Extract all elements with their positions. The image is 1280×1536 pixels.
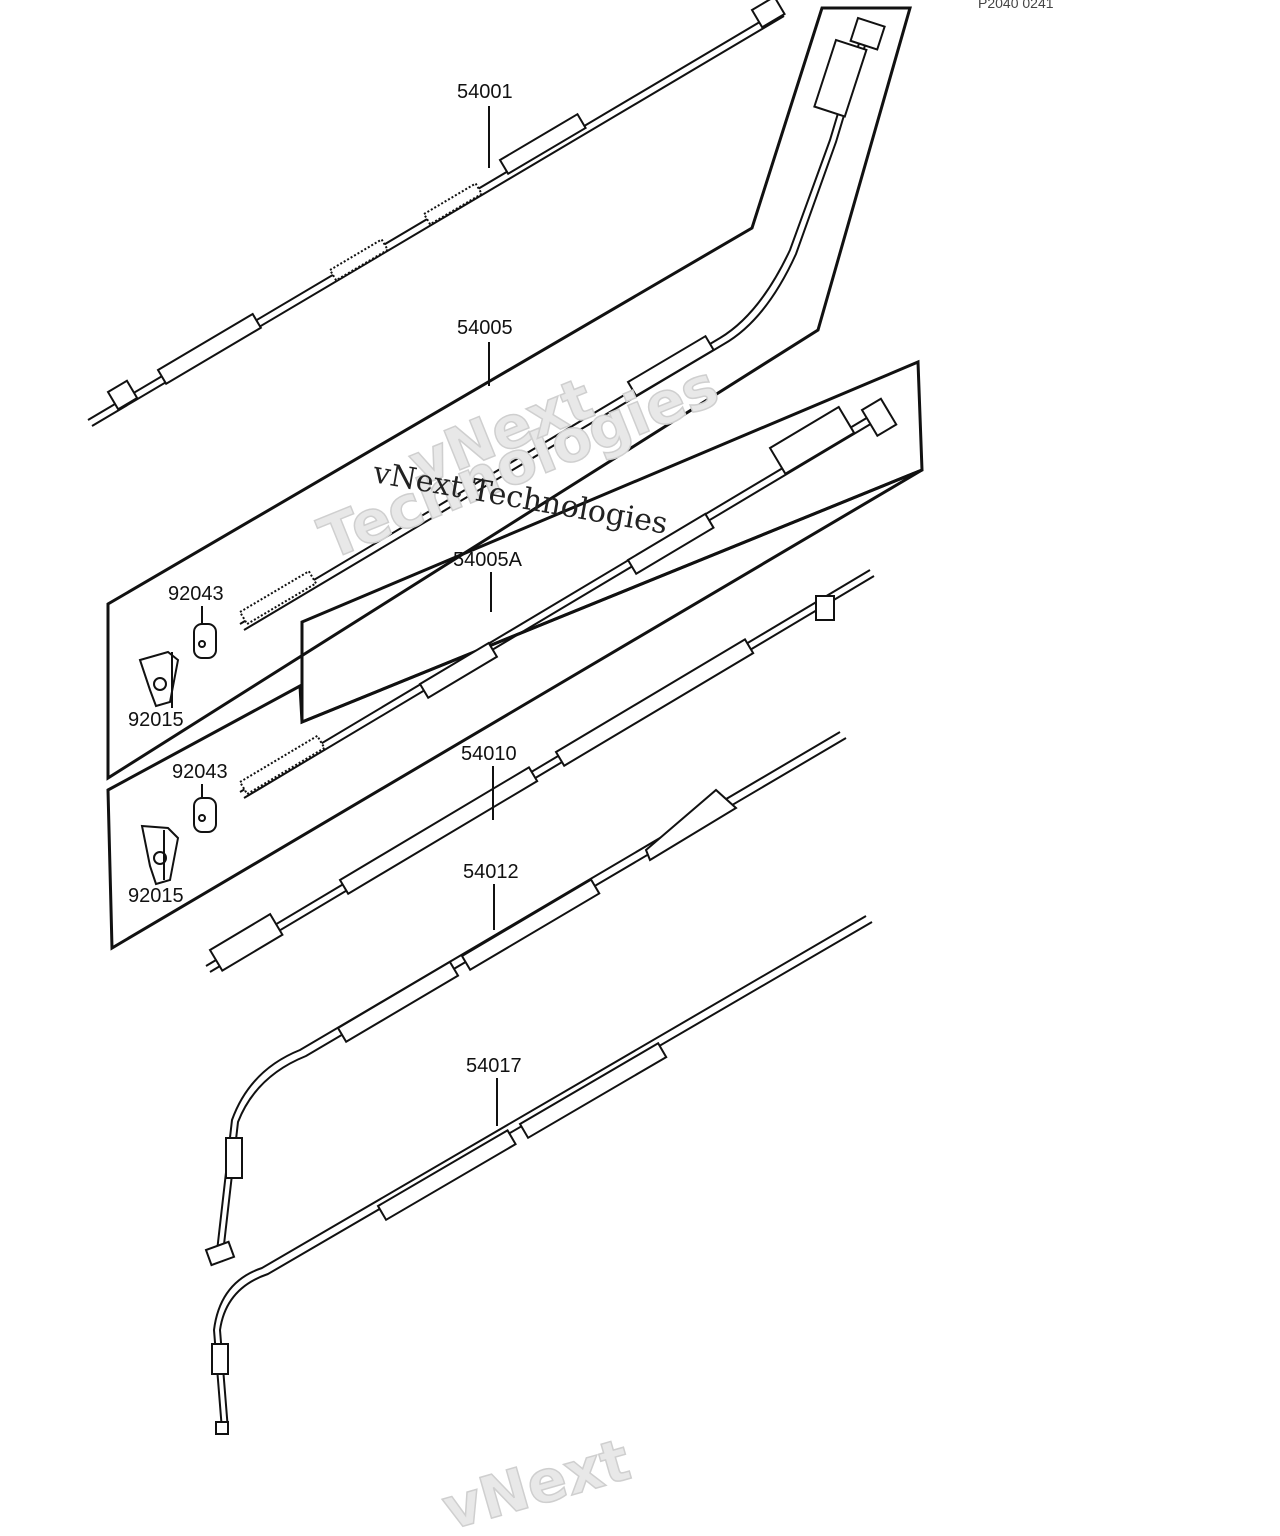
label-92043-lower: 92043 [172,761,228,783]
part-92043-upper [193,623,217,659]
panel-54010 [106,468,923,951]
label-54001: 54001 [457,81,513,103]
cable-54005 [238,16,886,631]
watermark-bottom-fragment: vNext [435,1425,637,1536]
cable-54001 [87,0,786,427]
cable-54012 [204,731,847,1267]
cable-54005A [238,397,898,799]
label-54012: 54012 [463,861,519,883]
label-92015-upper: 92015 [128,709,184,731]
label-92043-upper: 92043 [168,583,224,605]
cable-54017 [211,915,873,1435]
cable-54010 [205,569,875,973]
part-92043-lower [193,797,217,833]
panel-54005 [106,6,912,781]
label-92015-lower: 92015 [128,885,184,907]
label-54010: 54010 [461,743,517,765]
label-54005: 54005 [457,317,513,339]
part-92015-lower [140,824,180,886]
label-54017: 54017 [466,1055,522,1077]
label-54005A: 54005A [453,549,523,571]
reference-code: P2040 0241 [978,0,1054,11]
part-92015-upper [138,650,180,708]
